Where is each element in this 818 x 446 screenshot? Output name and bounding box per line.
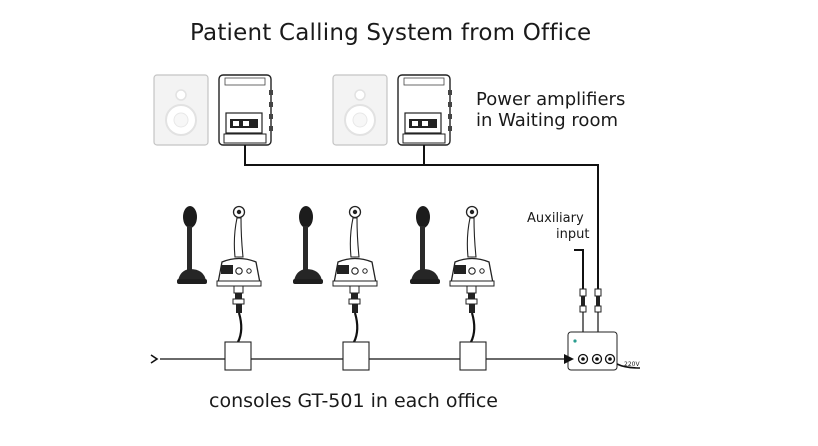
- aux-label-line1: Auxiliary: [527, 211, 584, 226]
- amplifiers-label-line2: in Waiting room: [476, 110, 618, 131]
- console-icon: [216, 205, 262, 314]
- aux-input-cable: [574, 249, 584, 292]
- aux-label-line2: input: [556, 227, 590, 242]
- bus-start-arrow-icon: [150, 354, 159, 364]
- connector-icon: [594, 288, 602, 313]
- diagram-title: Patient Calling System from Office: [190, 20, 592, 46]
- amplifier-icon: [218, 74, 274, 146]
- connector-icon: [579, 288, 587, 313]
- console-cable: [237, 312, 476, 343]
- amplifiers-label-line1: Power amplifiers: [476, 89, 626, 110]
- microphone-icon: [177, 206, 207, 284]
- voltage-label: 220V: [624, 361, 640, 368]
- speaker-icon: [332, 74, 388, 146]
- junction-box-icon: [459, 341, 487, 371]
- amplifier-cable: [244, 145, 599, 292]
- power-cable: [616, 363, 641, 369]
- hub-icon: [564, 331, 618, 371]
- console-icon: [449, 205, 495, 314]
- amplifier-icon: [397, 74, 453, 146]
- console-icon: [332, 205, 378, 314]
- speaker-icon: [153, 74, 209, 146]
- microphone-icon: [293, 206, 323, 284]
- junction-box-icon: [224, 341, 252, 371]
- consoles-label: consoles GT-501 in each office: [209, 390, 498, 412]
- junction-box-icon: [342, 341, 370, 371]
- microphone-icon: [410, 206, 440, 284]
